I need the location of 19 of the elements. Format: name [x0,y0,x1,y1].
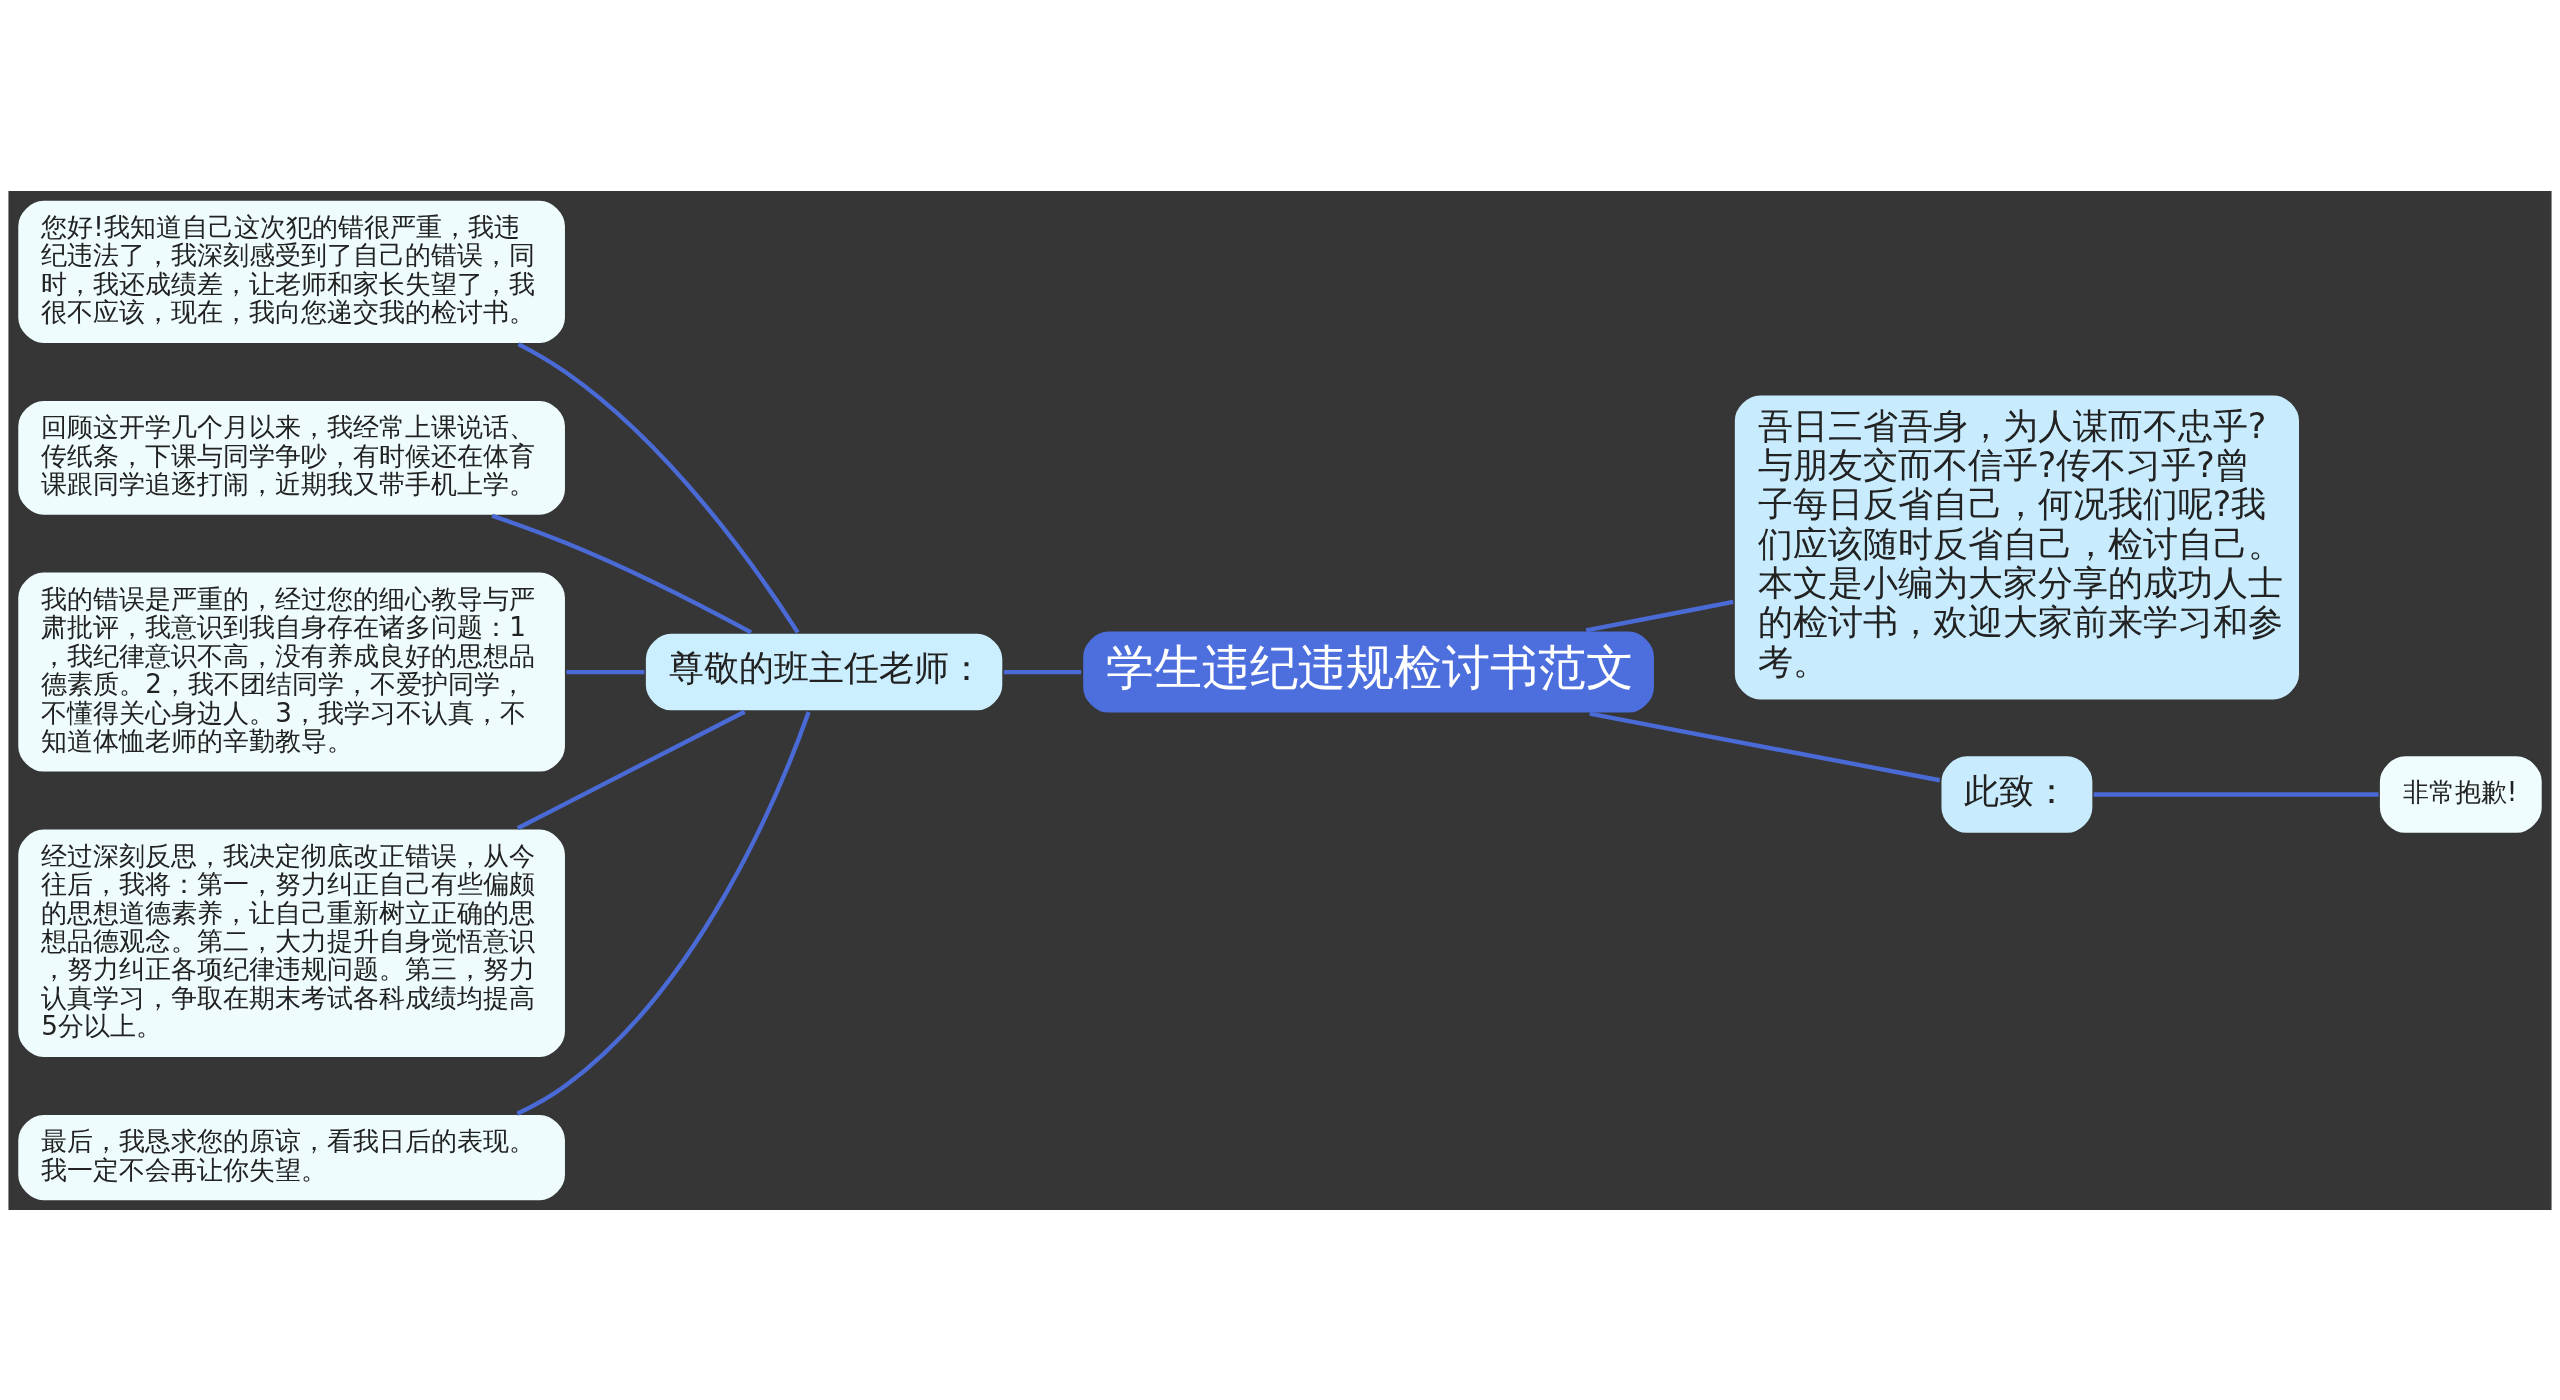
node-box: 此致： [1939,753,2095,835]
node-box: 非常抱歉! [2377,753,2544,835]
connector [491,513,753,634]
node-box: 最后，我恳求您的原谅，看我日后的表现。我一定不会再让你失望。 [16,1112,568,1202]
node-box: 吾日三省吾身，为人谋而不忠乎?与朋友交而不信乎?传不习乎?曾子每日反省自己，何况我们呢?我们应该随时反省自己，检讨自己。本文是小编为大家分享的成功人士的检讨书，欢迎大家前来学习和参考。 [1732,392,2302,702]
node-box: 经过深刻反思，我决定彻底改正错误，从今往后，我将：第一，努力纠正自己有些偏颇的思想道德素养，让自己重新树立正确的思想品德观念。第二，大力提升自身觉悟意识，努力纠正各项纪律违规问题。第三，努力认真学习，争取在期末考试各科成绩均提高5分以上。 [16,826,568,1059]
connector [566,669,645,674]
node-box: 尊敬的班主任老师： [643,631,1005,713]
node-box: 回顾这开学几个月以来，我经常上课说话、传纸条，下课与同学争吵，有时候还在体育课跟同学追逐打闹，近期我又带手机上学。 [16,398,568,517]
connector [516,709,746,830]
connector [1589,711,1941,782]
connector [1585,599,1734,633]
node-box: 学生违纪违规检讨书范文 [1081,628,1657,715]
connector [517,341,800,634]
node-box: 我的错误是严重的，经过您的细心教导与严肃批评，我意识到我自身存在诸多问题：1，我纪律意识不高，没有养成良好的思想品德素质。2，我不团结同学，不爱护同学，不懂得关心身边人。3，我学习不认真，不知道体恤老师的辛勤教导。 [16,569,568,774]
connector [2093,791,2379,797]
node-box: 您好!我知道自己这次犯的错很严重，我违纪违法了，我深刻感受到了自己的错误，同时，我还成绩差，让老师和家长失望了，我很不应该，现在，我向您递交我的检讨书。 [16,198,568,345]
connector [1003,669,1082,674]
connector [516,710,811,1116]
